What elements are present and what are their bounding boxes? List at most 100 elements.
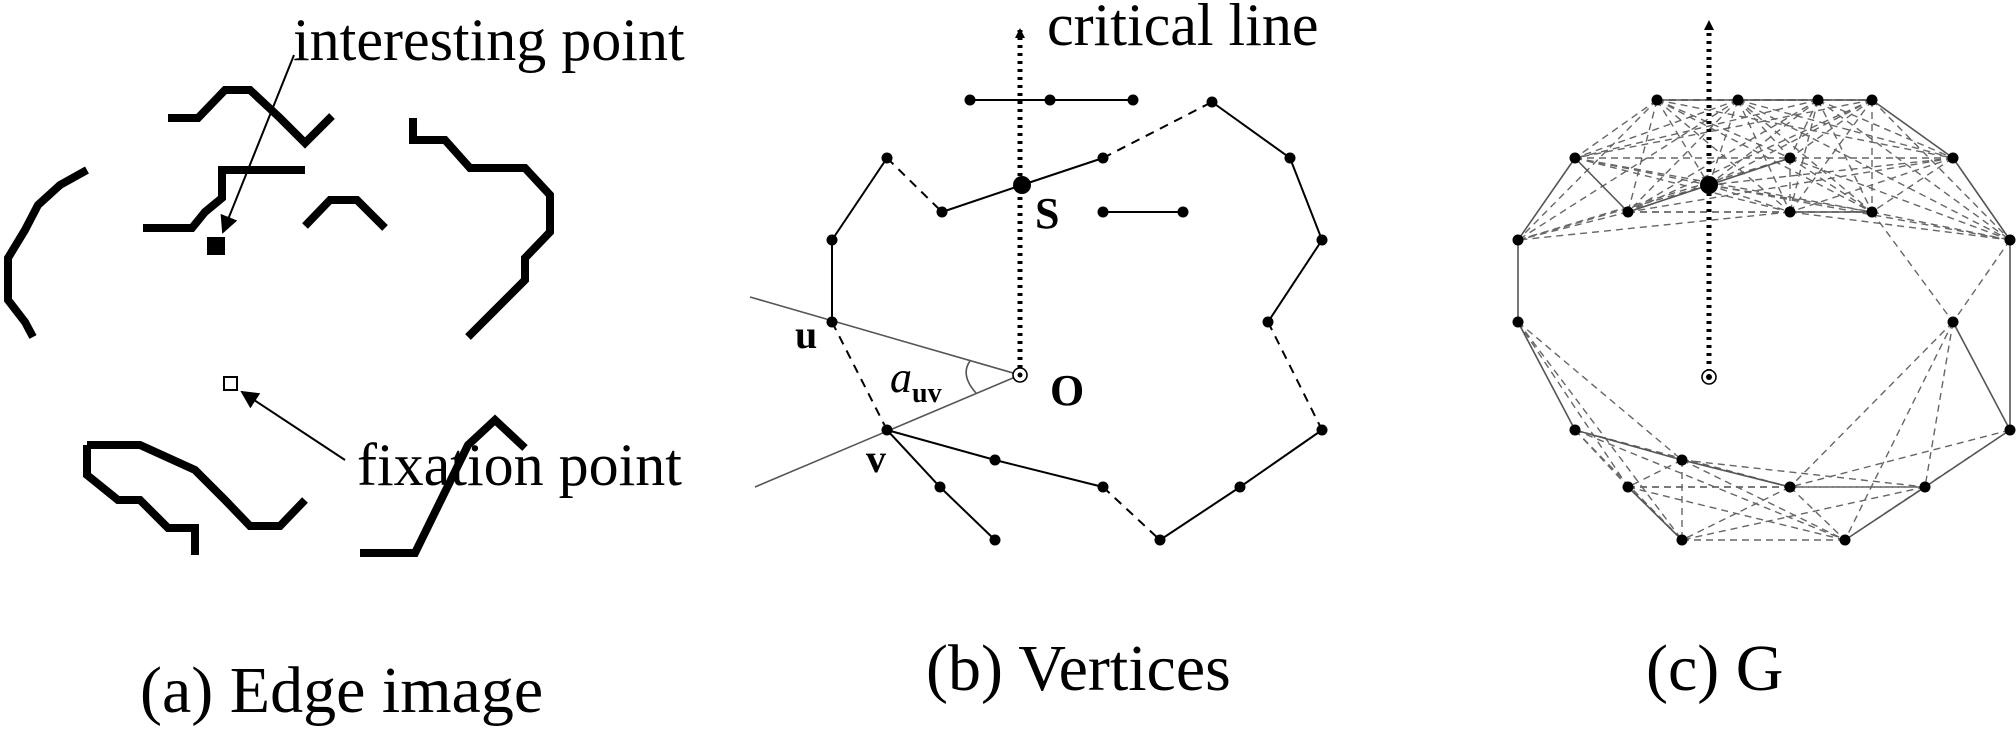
visibility-edge bbox=[1627, 157, 1954, 213]
graph-node-s bbox=[1700, 176, 1718, 194]
angle-subscript: uv bbox=[912, 378, 942, 409]
dashed-edge bbox=[1267, 321, 1323, 431]
visibility-edge bbox=[1871, 99, 2011, 241]
graph-node bbox=[1651, 94, 1663, 106]
fixation-point-pointer bbox=[240, 390, 346, 461]
edge bbox=[831, 157, 888, 322]
origin-c-center bbox=[1706, 374, 1712, 380]
visibility-edge bbox=[1789, 99, 1873, 159]
visibility-edge bbox=[1517, 211, 1629, 241]
label-o: O bbox=[1050, 366, 1084, 415]
label-u: u bbox=[795, 312, 817, 357]
graph-edge bbox=[1952, 157, 2011, 241]
vertex bbox=[1177, 206, 1189, 218]
graph-edge bbox=[1708, 157, 1791, 186]
graph-node bbox=[1622, 481, 1634, 493]
visibility-edge bbox=[1708, 99, 1739, 186]
ray-ou bbox=[749, 296, 1021, 376]
visibility-edge bbox=[1789, 157, 1954, 213]
graph-node bbox=[1812, 94, 1824, 106]
graph-node bbox=[1732, 94, 1744, 106]
visibility-edge bbox=[1574, 99, 1739, 159]
graph-node bbox=[1622, 206, 1634, 218]
vertex bbox=[881, 152, 893, 164]
vertex-s bbox=[1013, 176, 1031, 194]
graph-node bbox=[1512, 316, 1524, 328]
visibility-edge bbox=[1574, 99, 1873, 159]
graph-edge bbox=[1952, 321, 2011, 431]
caption-b: (b) Vertices bbox=[926, 632, 1231, 705]
visibility-edge bbox=[1817, 99, 1954, 159]
visibility-edge bbox=[1627, 459, 1683, 488]
fixation-point-marker bbox=[223, 376, 238, 391]
visibility-edge bbox=[1517, 321, 1629, 488]
fixation-point-label: fixation point bbox=[357, 432, 682, 498]
vertex bbox=[1234, 481, 1246, 493]
visibility-edge bbox=[1844, 321, 1954, 541]
graph-node bbox=[1569, 424, 1581, 436]
edge-segment bbox=[87, 441, 308, 530]
visibility-edge bbox=[1817, 99, 1873, 213]
edge-segment bbox=[3, 166, 89, 339]
vertex bbox=[936, 206, 948, 218]
visibility-edge bbox=[1517, 99, 1739, 241]
visibility-edge bbox=[1627, 99, 1819, 213]
visibility-edge bbox=[1517, 184, 1710, 241]
graph-node bbox=[2004, 234, 2016, 246]
visibility-edge bbox=[1708, 99, 1873, 186]
graph-edge bbox=[1627, 184, 1710, 213]
visibility-edge bbox=[1737, 99, 2011, 241]
vertex bbox=[1127, 94, 1139, 106]
panel-c-graph: (c) G bbox=[1512, 20, 2016, 705]
graph-edges bbox=[1517, 99, 2011, 541]
interesting-point-pointer bbox=[220, 54, 295, 234]
graph-edge bbox=[1844, 486, 1926, 541]
visibility-edge bbox=[1737, 99, 1873, 213]
dashed-edge bbox=[886, 157, 943, 213]
dashed-edge bbox=[831, 321, 888, 431]
graph-edge bbox=[1871, 99, 1954, 159]
vertex bbox=[1154, 534, 1166, 546]
visibility-edge bbox=[1817, 99, 2011, 241]
visibility-edge bbox=[1789, 486, 1846, 541]
visibility-edge bbox=[1574, 99, 1658, 159]
visibility-edge bbox=[1789, 429, 2011, 488]
visibility-edge bbox=[1517, 321, 1683, 541]
critical-line-label: critical line bbox=[1047, 0, 1319, 58]
caption-a: (a) Edge image bbox=[140, 654, 543, 727]
visibility-edge bbox=[1708, 184, 1791, 213]
vertex-u bbox=[826, 316, 838, 328]
edge-segment bbox=[168, 86, 335, 149]
graph-node bbox=[1947, 152, 1959, 164]
visibility-edge bbox=[1952, 239, 2011, 323]
graph-nodes bbox=[1512, 94, 2016, 546]
graph-edge bbox=[1574, 429, 1683, 461]
vertex bbox=[1097, 206, 1109, 218]
panel-b-vertices: critical line S u v O auv (b) Vertices bbox=[749, 0, 1328, 705]
label-v: v bbox=[866, 436, 886, 481]
graph-node bbox=[1784, 206, 1796, 218]
vertex bbox=[1206, 96, 1218, 108]
edge-segment bbox=[302, 196, 388, 231]
visibility-edge bbox=[1789, 157, 1873, 213]
visibility-edge bbox=[1924, 321, 1954, 488]
vertex bbox=[1097, 152, 1109, 164]
graph-node bbox=[1676, 534, 1688, 546]
visibility-edge bbox=[1789, 99, 1819, 213]
visibility-edge bbox=[1681, 486, 1926, 541]
panel-a-edge-image: interesting point fixation point (a) Edg… bbox=[3, 7, 685, 727]
visibility-edge bbox=[1871, 211, 1954, 323]
graph-node bbox=[2004, 424, 2016, 436]
vertex bbox=[1262, 316, 1274, 328]
vertex bbox=[934, 481, 946, 493]
graph-edge bbox=[1627, 486, 1683, 541]
visibility-edge bbox=[1789, 321, 1954, 488]
visibility-edge bbox=[1789, 157, 2011, 241]
graph-node bbox=[1569, 152, 1581, 164]
visibility-edge bbox=[1627, 99, 1873, 213]
vertex bbox=[1316, 424, 1328, 436]
visibility-edge bbox=[1708, 157, 1954, 186]
graph-node bbox=[1676, 454, 1688, 466]
visibility-edge bbox=[1656, 99, 1710, 186]
